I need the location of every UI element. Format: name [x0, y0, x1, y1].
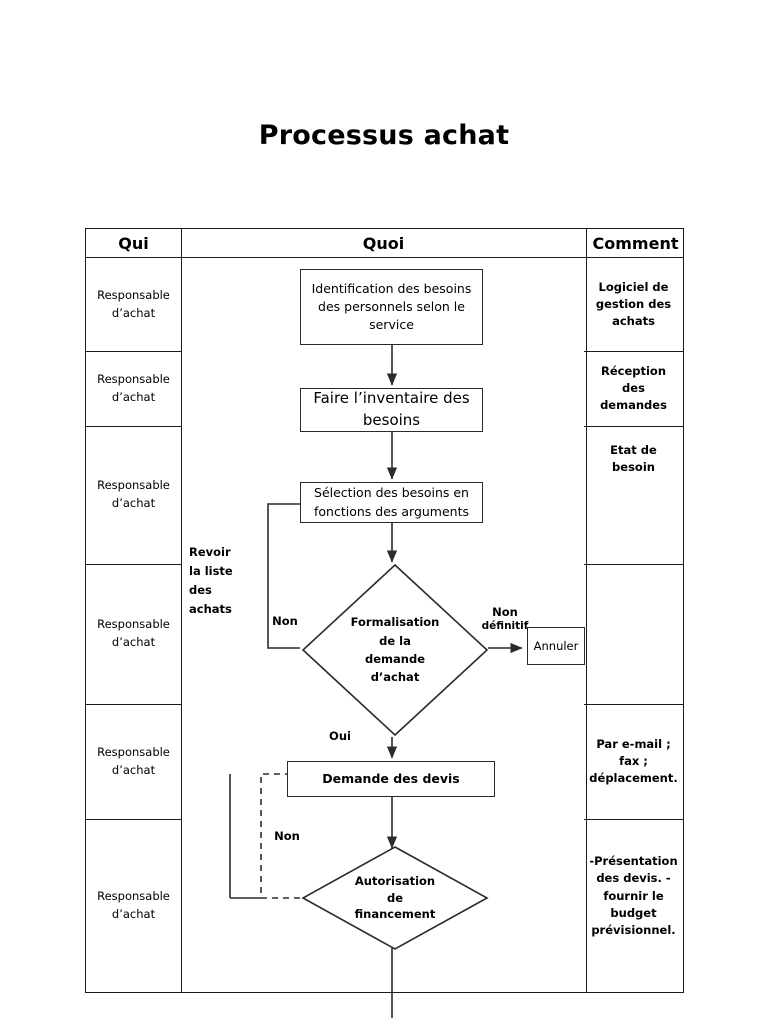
- header-comment: Comment: [592, 234, 679, 253]
- row-divider-who-3: [86, 564, 181, 565]
- column-divider-who: [181, 229, 182, 992]
- comment-cell-6: -Présentation des devis. -fournir le bud…: [589, 854, 678, 937]
- formalisation-line-2: de la: [379, 633, 411, 648]
- node-annuler[interactable]: Annuler: [527, 627, 585, 665]
- who-cell-3: Responsable d’achat: [97, 478, 170, 510]
- row-divider-comment-4: [584, 704, 683, 705]
- comment-cell-3: Etat de besoin: [610, 443, 657, 475]
- autorisation-line-1: Autorisation: [354, 873, 436, 888]
- node-autorisation-label[interactable]: Autorisation de financement: [300, 844, 490, 952]
- process-table: Qui Quoi Comment Responsable d’achat Res…: [85, 228, 684, 993]
- who-cell-2: Responsable d’achat: [97, 371, 170, 404]
- row-divider-comment-5: [584, 819, 683, 820]
- comment-cell-5: Par e-mail ; fax ; déplacement.: [589, 736, 678, 786]
- page-title: Processus achat: [258, 120, 510, 151]
- who-cell-5: Responsable d’achat: [97, 744, 170, 777]
- row-divider-comment-2: [584, 426, 683, 427]
- who-cell-6: Responsable d’achat: [97, 888, 170, 921]
- autorisation-line-2: de: [386, 890, 404, 905]
- autorisation-line-3: financement: [354, 907, 436, 922]
- row-divider-comment-1: [584, 351, 683, 352]
- row-divider-comment-3: [584, 564, 683, 565]
- comment-cell-2: Réception des demandes: [600, 363, 667, 413]
- node-faire-inventaire[interactable]: Faire l’inventaire des besoins: [300, 388, 483, 432]
- node-identification-besoins[interactable]: Identification des besoins des personnel…: [300, 269, 483, 345]
- node-formalisation-label[interactable]: Formalisation de la demande d’achat: [300, 562, 490, 738]
- header-qui: Qui: [118, 234, 149, 253]
- node-demande-devis[interactable]: Demande des devis: [287, 761, 495, 797]
- column-divider-comment: [586, 229, 587, 992]
- comment-cell-1: Logiciel de gestion des achats: [595, 279, 672, 329]
- formalisation-line-3: demande: [365, 652, 425, 666]
- row-divider-who-2: [86, 426, 181, 427]
- table-header-row: Qui Quoi Comment: [86, 229, 683, 258]
- formalisation-line-4: d’achat: [370, 670, 420, 685]
- comment-cell-4: [584, 564, 683, 704]
- node-selection-besoins[interactable]: Sélection des besoins en fonctions des a…: [300, 482, 483, 523]
- header-quoi: Quoi: [362, 234, 405, 253]
- row-divider-who-1: [86, 351, 181, 352]
- formalisation-line-1: Formalisation: [350, 615, 440, 630]
- who-cell-1: Responsable d’achat: [97, 287, 170, 320]
- row-divider-who-5: [86, 819, 181, 820]
- who-cell-4: Responsable d’achat: [97, 617, 170, 649]
- row-divider-who-4: [86, 704, 181, 705]
